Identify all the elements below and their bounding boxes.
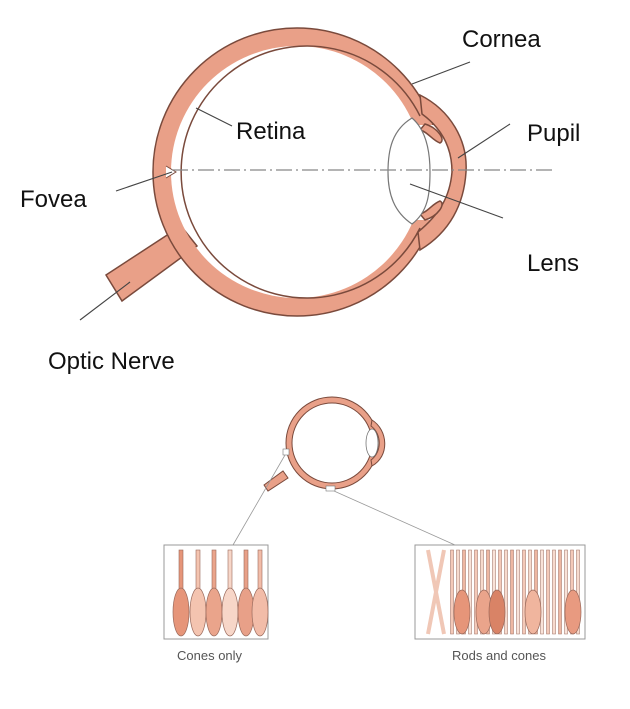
- cones-only-cells: [172, 549, 269, 637]
- cone-stalk: [211, 549, 217, 593]
- rod-cell: [552, 549, 556, 635]
- small-optic-nerve: [263, 470, 289, 492]
- iris-lower: [418, 200, 443, 221]
- rod-cell: [504, 549, 508, 635]
- pupil-label: Pupil: [527, 120, 581, 147]
- cone-cell: [172, 587, 190, 637]
- rod-cell: [474, 549, 478, 635]
- cone-cell: [524, 589, 542, 635]
- rods-and-cones-caption: Rods and cones: [452, 648, 546, 663]
- crossed-rods: [426, 549, 446, 635]
- optic-nerve-label: Optic Nerve: [48, 348, 175, 375]
- small-periphery-marker: [325, 485, 336, 492]
- small-cornea: [370, 419, 386, 467]
- rod-cell: [522, 549, 526, 635]
- lens-leader: [409, 183, 504, 219]
- cone-cell: [564, 589, 582, 635]
- rods-and-cones-cells: [426, 549, 582, 635]
- retina-leader: [195, 107, 233, 127]
- lens-label: Lens: [527, 250, 580, 277]
- rod-cell: [546, 549, 550, 635]
- fovea-leader: [115, 171, 173, 192]
- cone-stalk: [257, 549, 263, 593]
- cone-stalk: [178, 549, 184, 593]
- cone-cell: [488, 589, 506, 635]
- cones-only-caption: Cones only: [177, 648, 243, 663]
- rod-cell: [468, 549, 472, 635]
- eyeball-inner-outline: [180, 45, 421, 299]
- rod-cell: [564, 549, 568, 635]
- cornea-leader: [411, 61, 471, 85]
- cone-cell: [189, 587, 207, 637]
- rod-cell: [540, 549, 544, 635]
- eyeball-wall: [152, 27, 442, 317]
- cornea-shape: [417, 93, 467, 252]
- rod-cell: [510, 549, 514, 635]
- cornea-label: Cornea: [462, 26, 541, 53]
- rod-cell: [558, 549, 562, 635]
- cone-cell: [205, 587, 223, 637]
- leader-lines: [79, 61, 511, 321]
- connector-to-rods-panel: [333, 490, 456, 546]
- optic-nerve-leader: [79, 281, 131, 321]
- small-eye: [232, 396, 456, 546]
- pupil-leader: [457, 123, 511, 159]
- iris-upper: [418, 123, 443, 144]
- rod-cell: [516, 549, 520, 635]
- cone-cell: [251, 587, 269, 637]
- lens-shape: [387, 117, 431, 225]
- main-eye: [104, 27, 555, 317]
- connector-to-cones-panel: [232, 454, 286, 546]
- cone-cell: [453, 589, 471, 635]
- rod-cell: [450, 549, 454, 635]
- cone-stalk: [227, 549, 233, 593]
- small-fovea-marker: [282, 448, 290, 456]
- cone-stalk: [243, 549, 249, 593]
- fovea-label: Fovea: [20, 186, 87, 213]
- small-eyeball-cavity: [291, 402, 373, 484]
- cone-stalk: [195, 549, 201, 593]
- cone-cell: [221, 587, 239, 637]
- small-lens: [365, 428, 379, 458]
- retina-label: Retina: [236, 118, 306, 145]
- cone-cell: [237, 587, 255, 637]
